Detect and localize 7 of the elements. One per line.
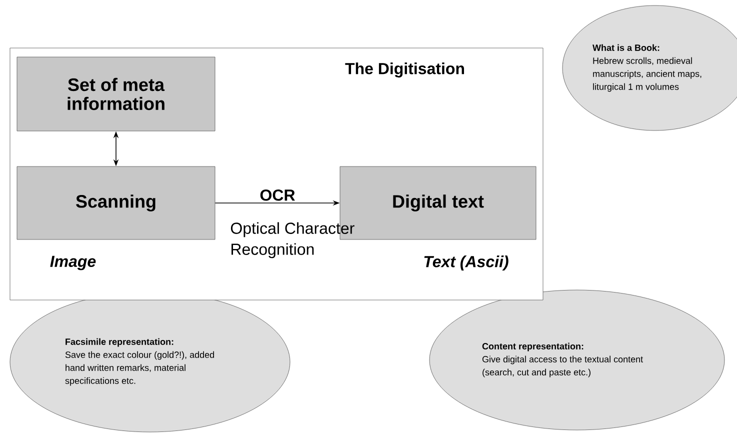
node-label: The Digitisation: [345, 62, 464, 78]
process-box: Set of meta information: [16, 56, 216, 132]
caption-label: Text (Ascii): [424, 256, 508, 270]
ocr-caption: Optical Character Recognition: [230, 222, 354, 258]
caption-label: Image: [50, 256, 96, 270]
process-box: Scanning: [16, 166, 216, 240]
edge-label: OCR: [260, 189, 295, 201]
